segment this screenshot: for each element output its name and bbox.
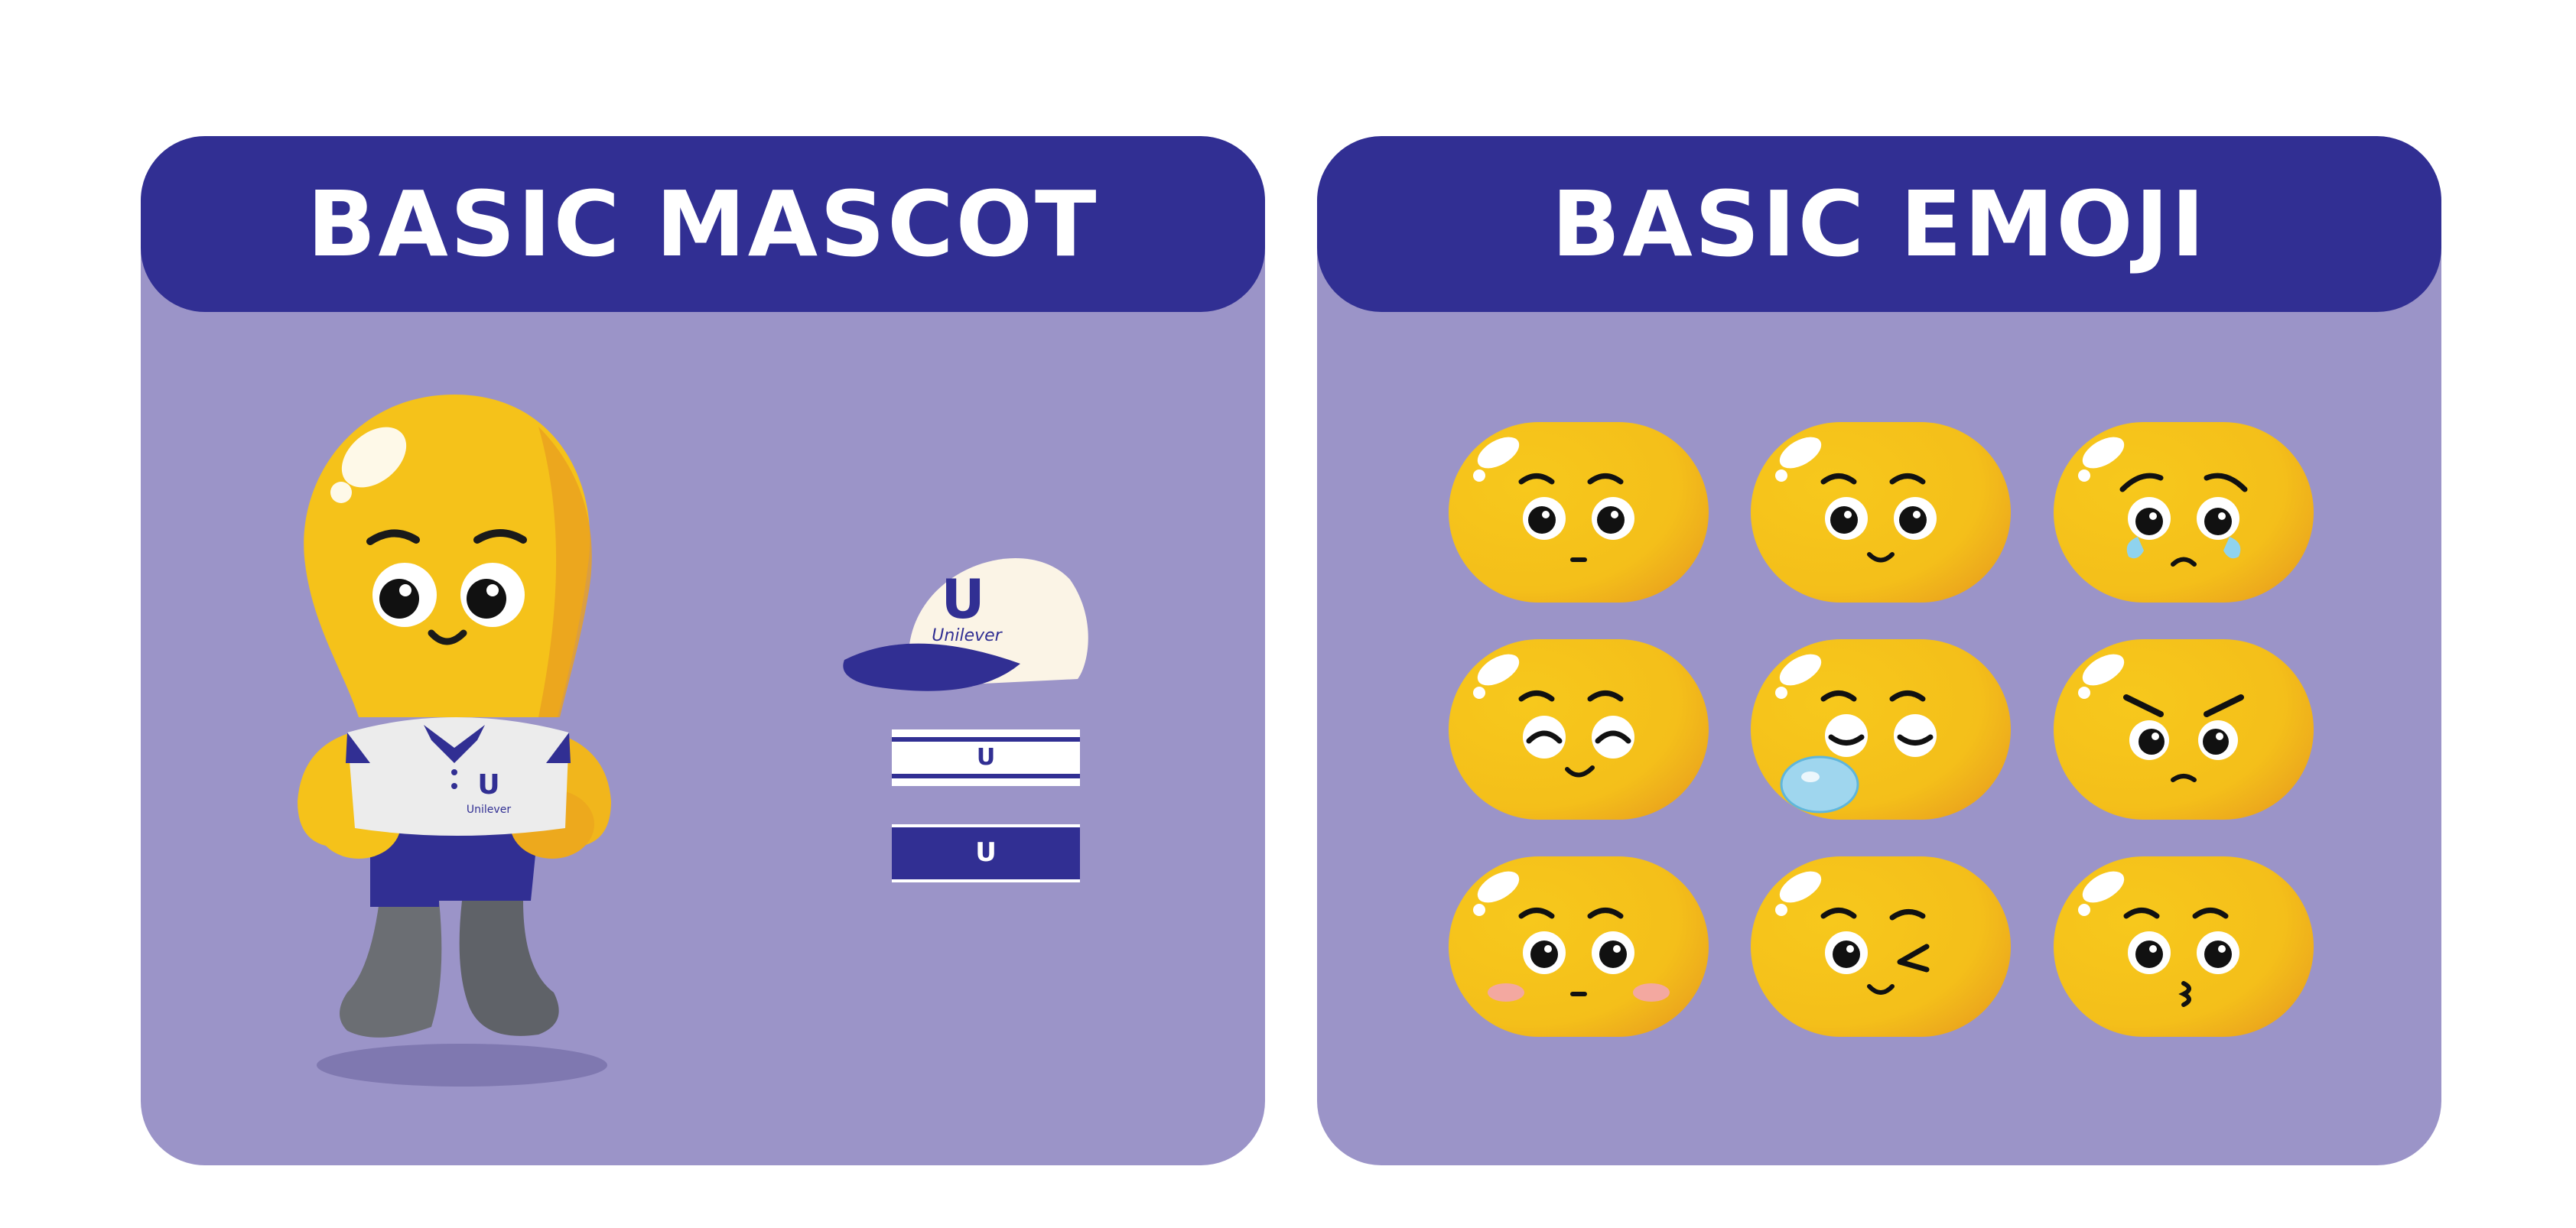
- emoji-sleeping: [1751, 639, 2011, 820]
- mascot-shorts: [370, 824, 538, 907]
- emoji-crying: [2054, 422, 2314, 603]
- mascot-cap: U Unilever: [843, 557, 1088, 691]
- basic-mascot-panel: BASIC MASCOT U: [141, 136, 1265, 1165]
- mascot-boots: [340, 901, 559, 1038]
- basic-emoji-panel: BASIC EMOJI: [1317, 136, 2441, 1165]
- mascot-shadow: [317, 1044, 607, 1087]
- mascot-shirt: U Unilever: [346, 717, 571, 836]
- basic-mascot-header: BASIC MASCOT: [141, 136, 1265, 312]
- basic-mascot-title: BASIC MASCOT: [307, 171, 1099, 277]
- cap-logo-mark: U: [942, 568, 985, 631]
- band-light-logo-mark: U: [977, 744, 995, 771]
- emoji-smile: [1751, 422, 2011, 603]
- shirt-logo-mark: U: [477, 769, 499, 801]
- cap-logo-text: Unilever: [932, 626, 1003, 645]
- emoji-blushing: [1449, 856, 1709, 1037]
- emoji-neutral: [1449, 422, 1709, 603]
- wristband-light: U: [892, 729, 1080, 786]
- emoji-kissing: [2054, 856, 2314, 1037]
- emoji-laughing: [1449, 639, 1709, 820]
- basic-emoji-title: BASIC EMOJI: [1551, 171, 2207, 277]
- emoji-winking: [1751, 856, 2011, 1037]
- mascot-illustration: U Unilever U Unilever: [298, 395, 1088, 1087]
- basic-emoji-header: BASIC EMOJI: [1317, 136, 2441, 312]
- band-dark-logo-mark: U: [975, 837, 997, 868]
- emoji-grid: [1449, 422, 2314, 1037]
- shirt-logo-text: Unilever: [467, 804, 511, 816]
- wristband-dark: U: [892, 824, 1080, 882]
- mascot-head: [304, 395, 592, 717]
- emoji-angry: [2054, 639, 2314, 820]
